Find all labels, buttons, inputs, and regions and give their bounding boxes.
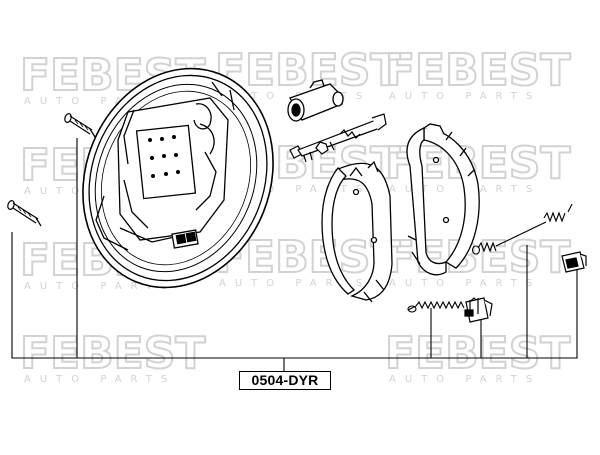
watermark-tagline: AUTO PARTS: [24, 374, 176, 385]
brake-backing-plate: [82, 67, 274, 289]
leader-bus-line: [11, 232, 578, 359]
brake-shoe-front: [321, 160, 393, 303]
watermark-brand: FEBEST: [385, 232, 570, 283]
watermark-brand: FEBEST: [385, 45, 570, 96]
brake-shoe-rear: [406, 123, 480, 276]
watermark-tagline: AUTO PARTS: [219, 278, 371, 289]
watermark-tagline: AUTO PARTS: [219, 184, 371, 195]
watermark-brand: FEBEST: [215, 45, 400, 96]
watermark-brand: FEBEST: [385, 328, 570, 379]
watermark-tagline: AUTO PARTS: [389, 278, 541, 289]
watermark-tagline: AUTO PARTS: [24, 281, 176, 292]
retainer-clip: [464, 297, 493, 323]
part-number-label: 0504-DYR: [239, 371, 331, 390]
watermark-tagline: AUTO PARTS: [389, 184, 541, 195]
adjuster-clip: [561, 251, 587, 273]
watermark-tagline: AUTO PARTS: [24, 96, 176, 107]
leader-lines: [11, 138, 578, 371]
bolt-1: [7, 200, 42, 227]
watermark-tagline: AUTO PARTS: [389, 91, 541, 102]
watermark-tagline: AUTO PARTS: [219, 91, 371, 102]
upper-return-spring: [471, 203, 573, 255]
wheel-cylinder: [287, 79, 344, 122]
bolt-2: [64, 113, 96, 138]
lower-return-spring: [407, 297, 479, 313]
watermark-tagline: AUTO PARTS: [389, 374, 541, 385]
adjuster: [289, 113, 387, 163]
watermark-brand: FEBEST: [20, 328, 205, 379]
